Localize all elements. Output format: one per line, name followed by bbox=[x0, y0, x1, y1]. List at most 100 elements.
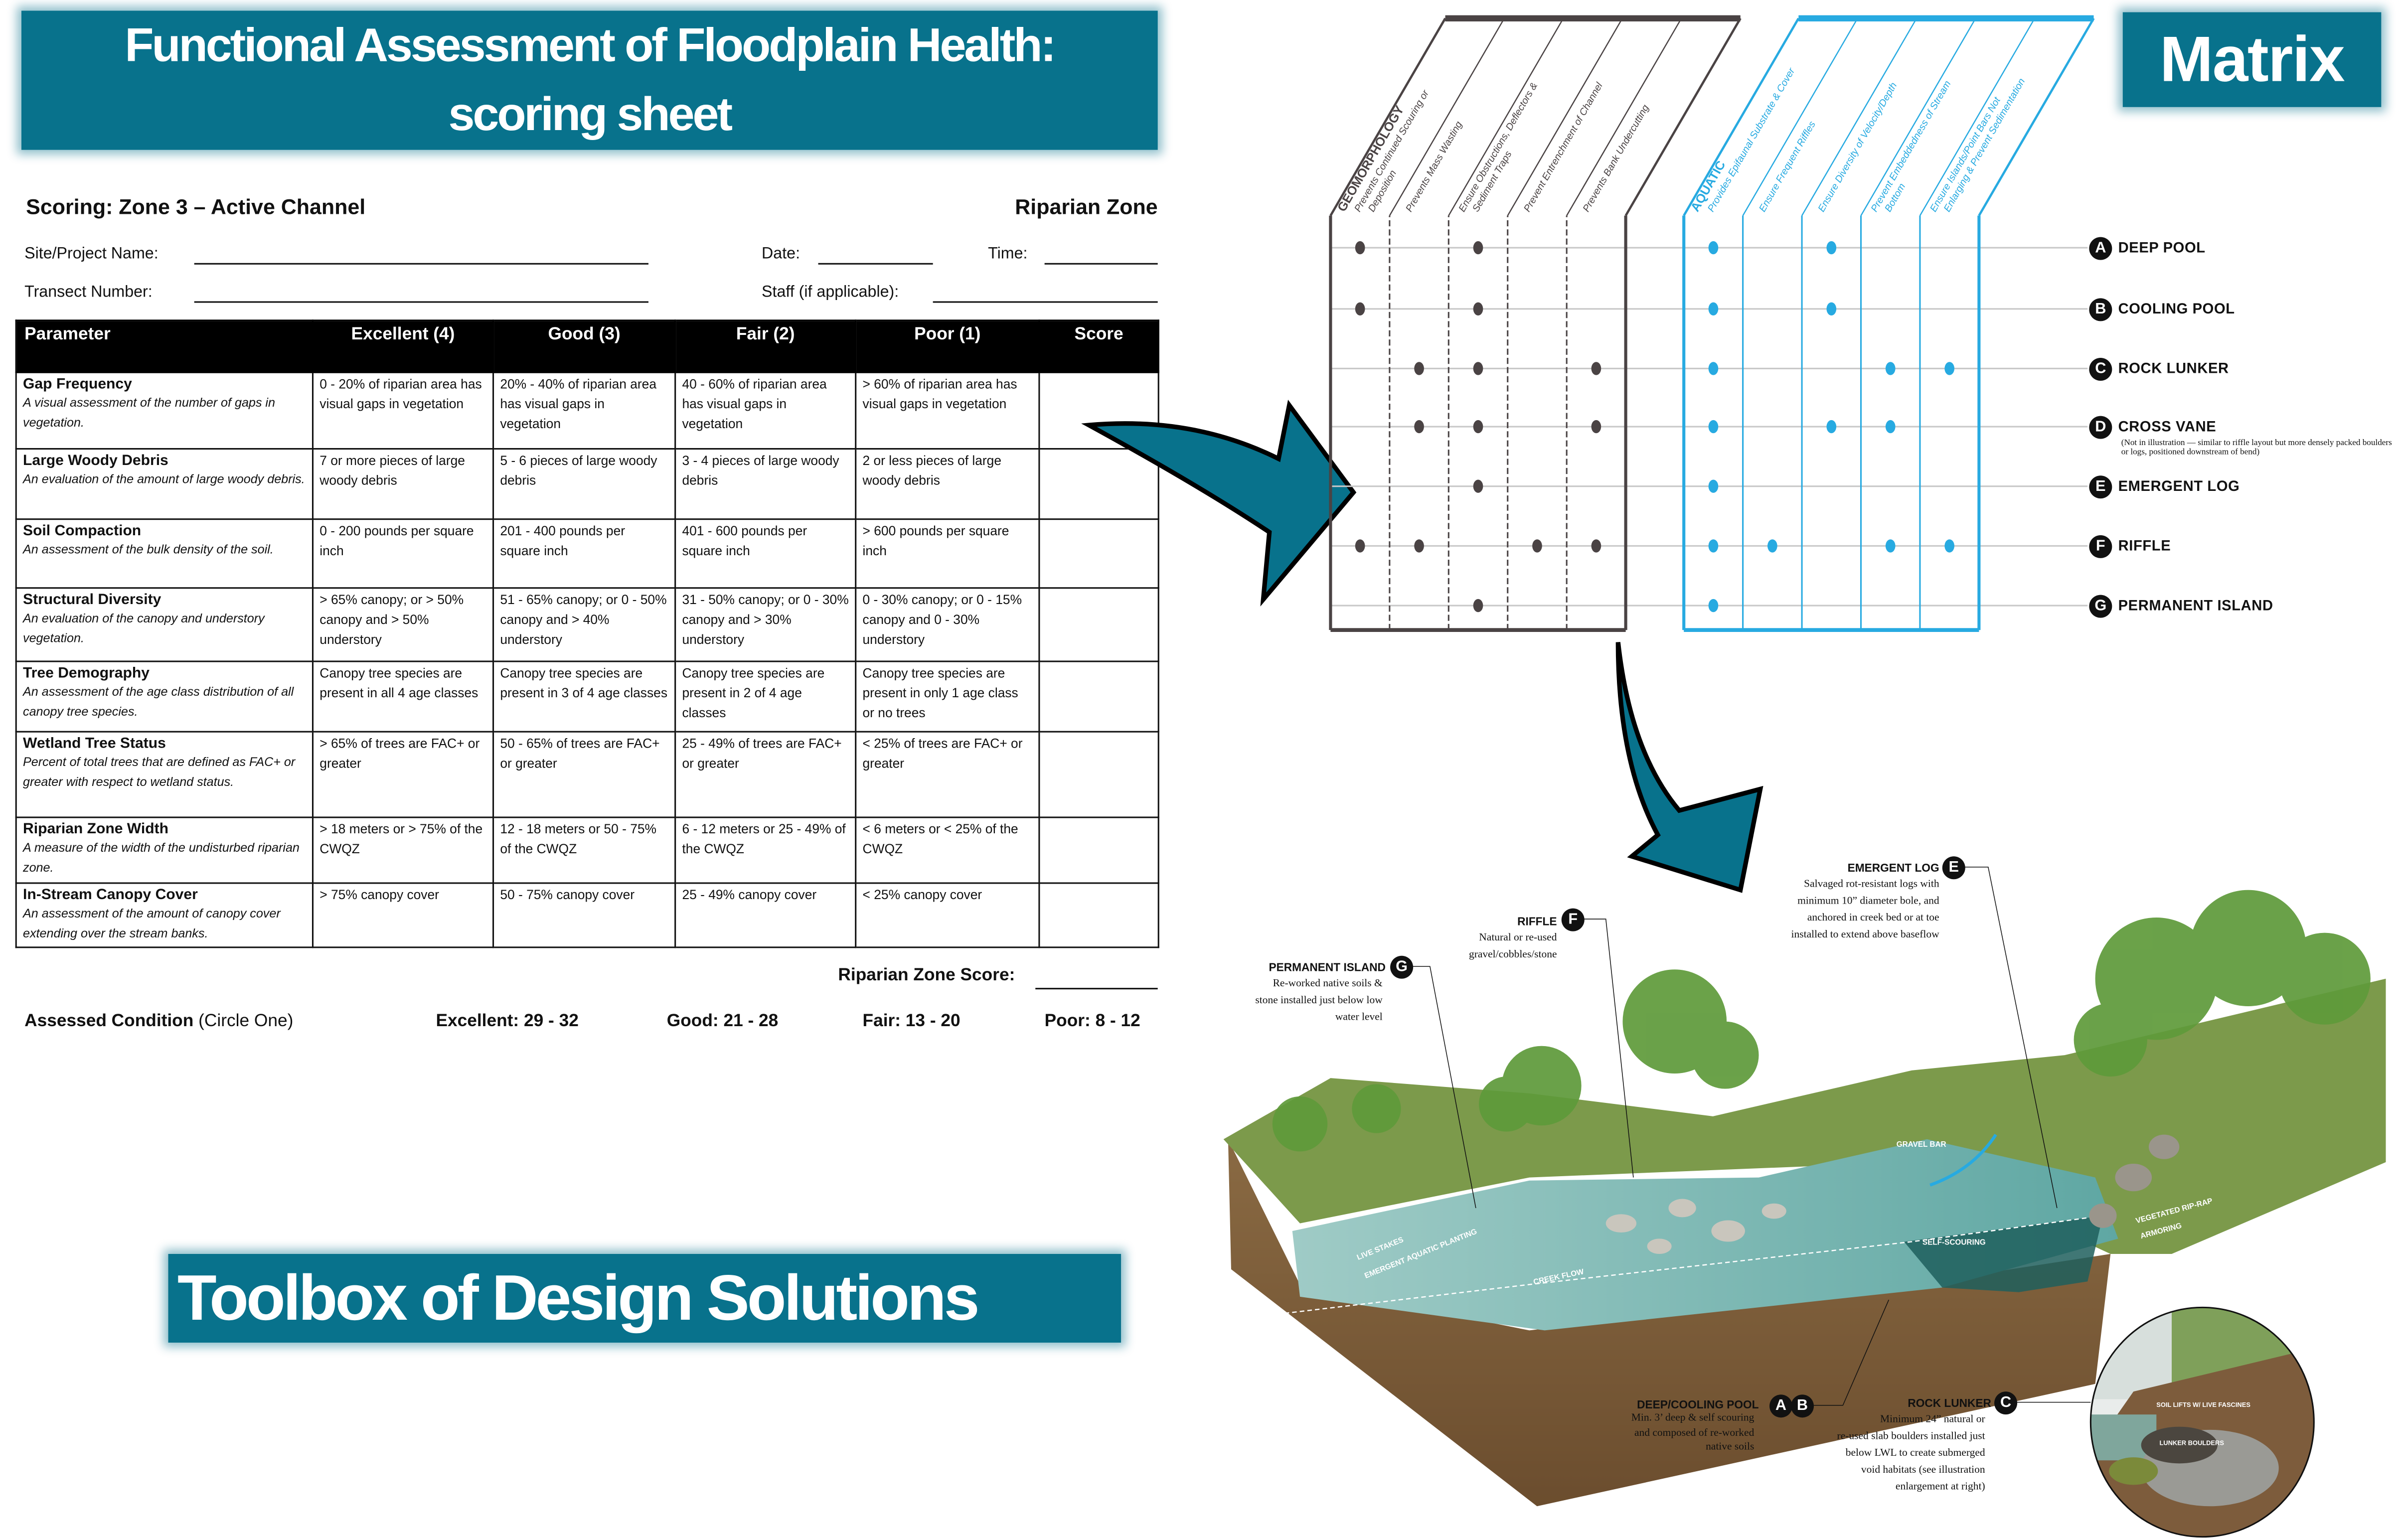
riparian-score-input[interactable] bbox=[1035, 988, 1158, 990]
desc-line: stone installed just below low bbox=[1255, 994, 1383, 1006]
parameter-description: A measure of the width of the undisturbe… bbox=[23, 841, 300, 875]
matrix-banner: Matrix bbox=[2122, 12, 2382, 107]
letter-badge: B bbox=[2089, 297, 2112, 320]
score-input[interactable] bbox=[1038, 587, 1159, 662]
matrix-dot-c-aqua-1 bbox=[1708, 362, 1719, 375]
legend-label: RIFFLE bbox=[2118, 537, 2171, 555]
water-channel bbox=[1292, 1139, 2118, 1331]
header-excellent: Excellent (4) bbox=[312, 319, 494, 373]
score-input[interactable] bbox=[1038, 660, 1159, 733]
matrix-header-slant bbox=[1978, 17, 2095, 216]
good-criteria: 20% - 40% of riparian area has visual ga… bbox=[492, 371, 676, 450]
fair-criteria: 25 - 49% of trees are FAC+ or greater bbox=[674, 731, 857, 818]
desc-line: Re-worked native soils & bbox=[1273, 977, 1383, 990]
good-criteria: 5 - 6 pieces of large woody debris bbox=[492, 448, 676, 520]
date-input[interactable] bbox=[818, 263, 933, 265]
zone-title: Scoring: Zone 3 – Active Channel bbox=[26, 194, 366, 219]
matrix-dot-b-aqua-3 bbox=[1826, 302, 1837, 315]
staff-label: Staff (if applicable): bbox=[762, 283, 899, 302]
rock-lunker-title: ROCK LUNKER bbox=[1908, 1396, 1991, 1410]
range-poor[interactable]: Poor: 8 - 12 bbox=[1044, 1012, 1140, 1031]
range-good[interactable]: Good: 21 - 28 bbox=[666, 1012, 779, 1031]
matrix-header-slant bbox=[1742, 18, 1858, 216]
letter-badge: D bbox=[2089, 415, 2112, 439]
legend-label: EMERGENT LOG bbox=[2118, 477, 2240, 495]
score-input[interactable] bbox=[1038, 448, 1159, 520]
letter-badge: G bbox=[2089, 594, 2112, 617]
desc-line: enlargement at right) bbox=[1895, 1480, 1985, 1493]
title-banner: Functional Assessment of Floodplain Heal… bbox=[21, 10, 1158, 150]
parameter-name: Structural Diversity bbox=[23, 592, 161, 609]
staff-input[interactable] bbox=[933, 301, 1158, 303]
score-input[interactable] bbox=[1038, 816, 1159, 884]
matrix-header-slant bbox=[1329, 17, 1446, 216]
desc-line: below LWL to create submerged bbox=[1845, 1446, 1985, 1459]
score-input[interactable] bbox=[1038, 882, 1159, 948]
parameter-name: Riparian Zone Width bbox=[23, 821, 168, 838]
matrix-dot-e-aqua-1 bbox=[1708, 479, 1719, 493]
letter-badge: C bbox=[2089, 357, 2112, 380]
callout-badge-a: A bbox=[1769, 1394, 1793, 1418]
letter-badge: A bbox=[2089, 236, 2112, 260]
matrix-dot-c-geo-2 bbox=[1414, 362, 1424, 375]
poor-criteria: 0 - 30% canopy; or 0 - 15% canopy and 0 … bbox=[855, 587, 1040, 662]
range-excellent[interactable]: Excellent: 29 - 32 bbox=[436, 1012, 579, 1031]
legend-label: DEEP POOL bbox=[2118, 239, 2206, 256]
parameter-name: Tree Demography bbox=[23, 665, 150, 682]
matrix-dot-d-geo-5 bbox=[1591, 420, 1601, 434]
legend-label: CROSS VANE bbox=[2118, 418, 2217, 435]
assessed-condition: Assessed Condition (Circle One) bbox=[24, 1012, 293, 1031]
parameter-description: An assessment of the bulk density of the… bbox=[23, 543, 274, 557]
parameter-description: An evaluation of the amount of large woo… bbox=[23, 472, 305, 487]
fair-criteria: 3 - 4 pieces of large woody debris bbox=[674, 448, 857, 520]
matrix-dot-a-geo-3 bbox=[1473, 241, 1483, 255]
time-label: Time: bbox=[988, 244, 1028, 263]
score-input[interactable] bbox=[1038, 518, 1159, 589]
header-good: Good (3) bbox=[492, 319, 676, 373]
time-input[interactable] bbox=[1044, 263, 1158, 265]
range-fair[interactable]: Fair: 13 - 20 bbox=[862, 1012, 960, 1031]
matrix-dot-a-aqua-3 bbox=[1826, 241, 1837, 255]
legend-item-permanent-island: G PERMANENT ISLAND bbox=[2089, 594, 2273, 618]
parameter-cell: Riparian Zone Width A measure of the widt… bbox=[15, 816, 314, 884]
poor-criteria: > 600 pounds per square inch bbox=[855, 518, 1040, 589]
fair-criteria: 40 - 60% of riparian area has visual gap… bbox=[674, 371, 857, 450]
excellent-criteria: > 18 meters or > 75% of the CWQZ bbox=[312, 816, 494, 884]
site-input[interactable] bbox=[194, 263, 648, 265]
matrix-dot-f-geo-5 bbox=[1591, 539, 1601, 553]
matrix-header-slant bbox=[1860, 18, 1976, 216]
poor-criteria: 2 or less pieces of large woody debris bbox=[855, 448, 1040, 520]
emergent-log-title: EMERGENT LOG bbox=[1847, 861, 1939, 875]
matrix-header-slant bbox=[1448, 18, 1564, 216]
matrix-header-slant bbox=[1624, 17, 1742, 216]
parameter-description: Percent of total trees that are defined … bbox=[23, 756, 296, 789]
desc-line: Min. 3’ deep & self scouring bbox=[1631, 1411, 1755, 1424]
header-score: Score bbox=[1038, 319, 1159, 373]
transect-input[interactable] bbox=[194, 301, 648, 303]
poor-criteria: Canopy tree species are present in only … bbox=[855, 660, 1040, 733]
excellent-criteria: > 65% of trees are FAC+ or greater bbox=[312, 731, 494, 818]
callout-badge-e: E bbox=[1942, 856, 1965, 880]
score-input[interactable] bbox=[1038, 731, 1159, 818]
trees bbox=[1272, 890, 2371, 1152]
leader-lines bbox=[1412, 866, 2091, 1406]
toolbox-banner: Toolbox of Design Solutions bbox=[168, 1254, 1121, 1343]
matrix-dot-d-geo-3 bbox=[1473, 420, 1483, 434]
matrix-dot-f-aqua-4 bbox=[1885, 539, 1896, 553]
legend-label: PERMANENT ISLAND bbox=[2118, 597, 2273, 614]
header-parameter: Parameter bbox=[15, 319, 314, 373]
